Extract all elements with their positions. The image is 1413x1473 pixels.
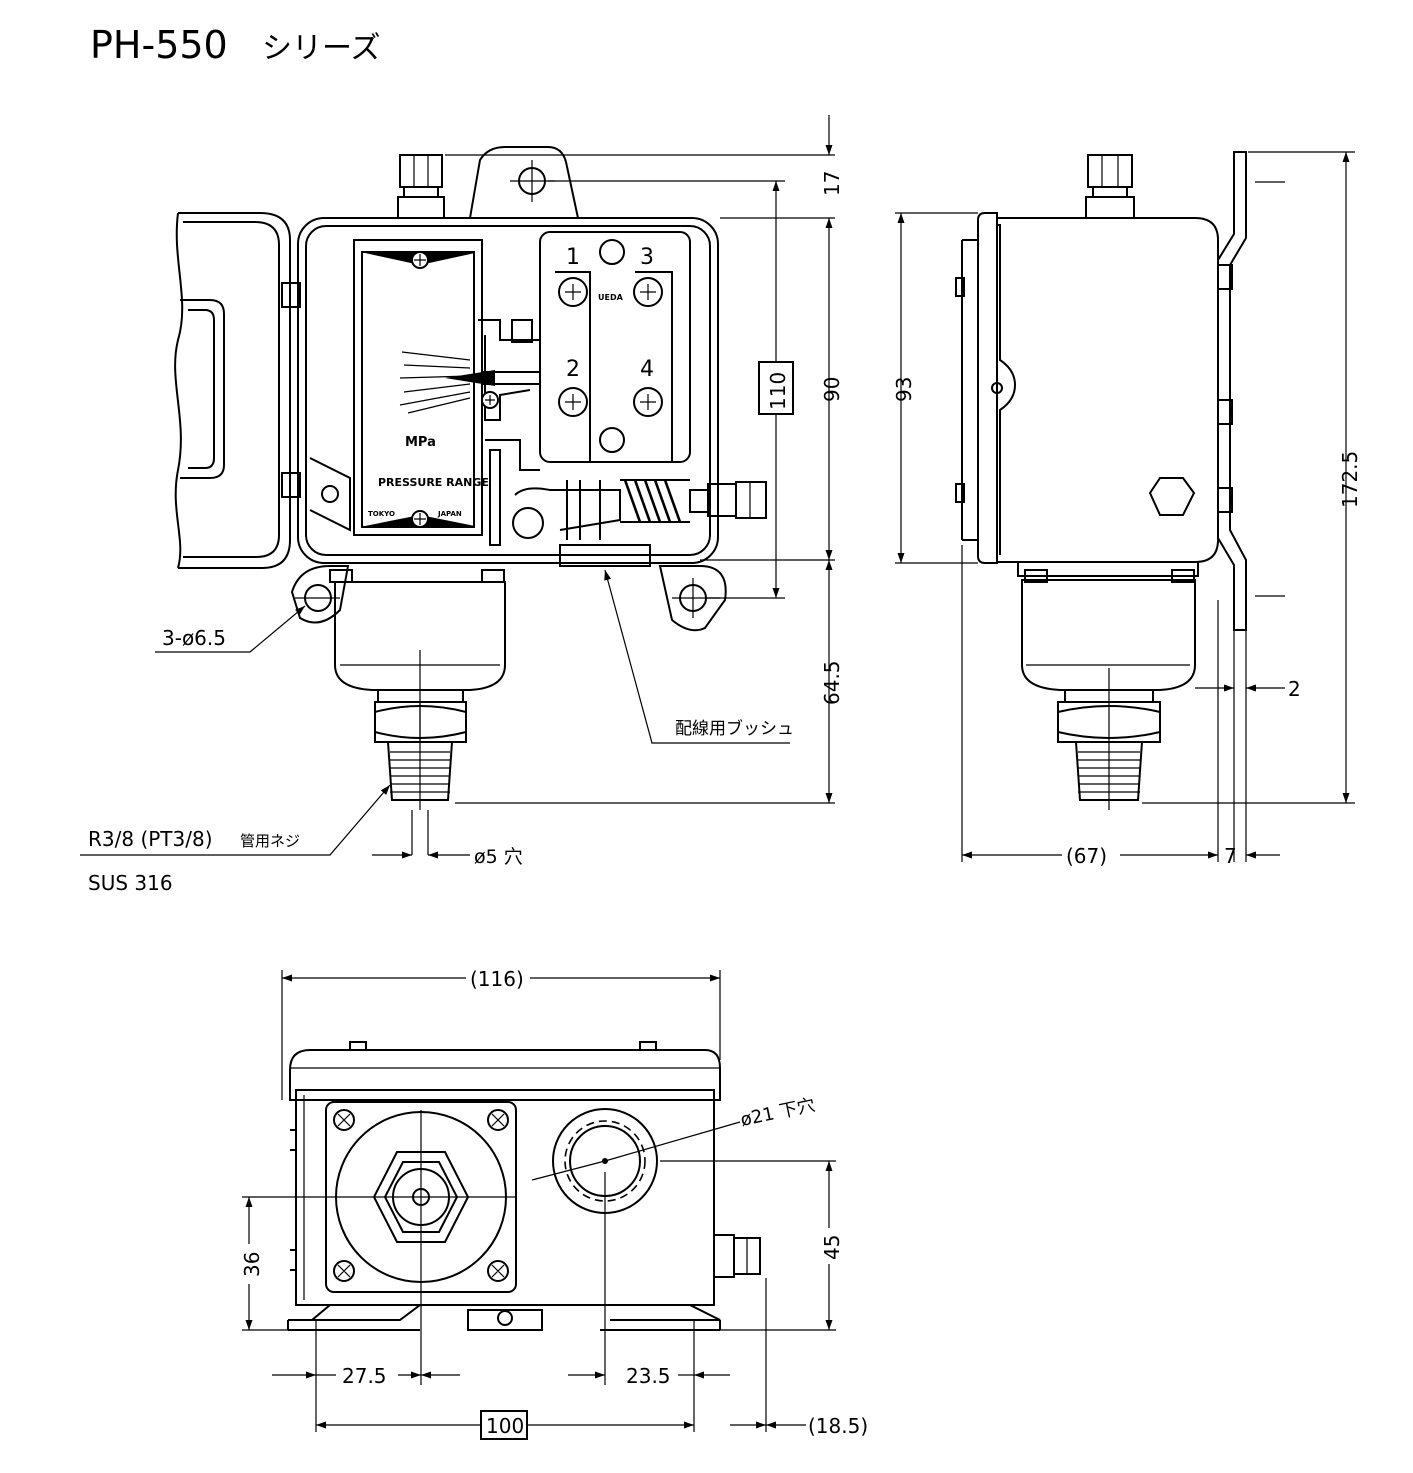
- series-title: シリーズ: [262, 31, 381, 66]
- conduit-label: ø21 下穴: [739, 1095, 817, 1131]
- bushing-label: 配線用ブッシュ: [675, 718, 794, 739]
- dim-110: 110: [766, 372, 790, 410]
- terminal-brand: UEDA: [598, 293, 624, 302]
- terminal-1: 1: [566, 245, 580, 270]
- dim-116: (116): [470, 967, 524, 991]
- bottom-view: (116) ø21 下穴 36 45 27.5 23.5 100 (18.5): [240, 964, 868, 1440]
- dim-18-5: (18.5): [808, 1414, 868, 1438]
- dim-64-5: 64.5: [820, 660, 844, 705]
- dim-17: 17: [820, 171, 844, 196]
- scale-maker-left: TOKYO: [368, 510, 395, 518]
- dim-45: 45: [820, 1235, 844, 1260]
- scale-lines: [399, 351, 471, 414]
- dim-93: 93: [892, 377, 916, 402]
- terminal-2: 2: [566, 357, 580, 382]
- thread-label-suffix: 管用ネジ: [240, 832, 300, 850]
- port-hole-label: ø5 穴: [474, 846, 523, 868]
- dim-172-5: 172.5: [1338, 451, 1362, 508]
- model-title: PH-550: [90, 23, 228, 67]
- side-view: 93 172.5 2 (67) 7: [892, 151, 1362, 868]
- scale-unit: MPa: [405, 435, 436, 450]
- dim-100: 100: [486, 1414, 524, 1438]
- material-label: SUS 316: [88, 871, 173, 895]
- thread-label: R3/8 (PT3/8): [88, 827, 213, 851]
- dim-36: 36: [240, 1252, 264, 1277]
- terminal-3: 3: [640, 245, 654, 270]
- scale-caption: PRESSURE RANGE: [378, 476, 489, 489]
- dim-67: (67): [1066, 844, 1107, 868]
- dim-90: 90: [820, 377, 844, 402]
- dim-7: 7: [1224, 844, 1237, 868]
- dim-23-5: 23.5: [626, 1364, 671, 1388]
- dim-27-5: 27.5: [342, 1364, 387, 1388]
- terminal-4: 4: [640, 357, 654, 382]
- dim-2: 2: [1288, 677, 1301, 701]
- front-view: MPa PRESSURE RANGE TOKYO JAPAN: [80, 115, 844, 895]
- scale-maker-right: JAPAN: [437, 510, 462, 518]
- mounting-holes-label: 3-ø6.5: [162, 626, 226, 650]
